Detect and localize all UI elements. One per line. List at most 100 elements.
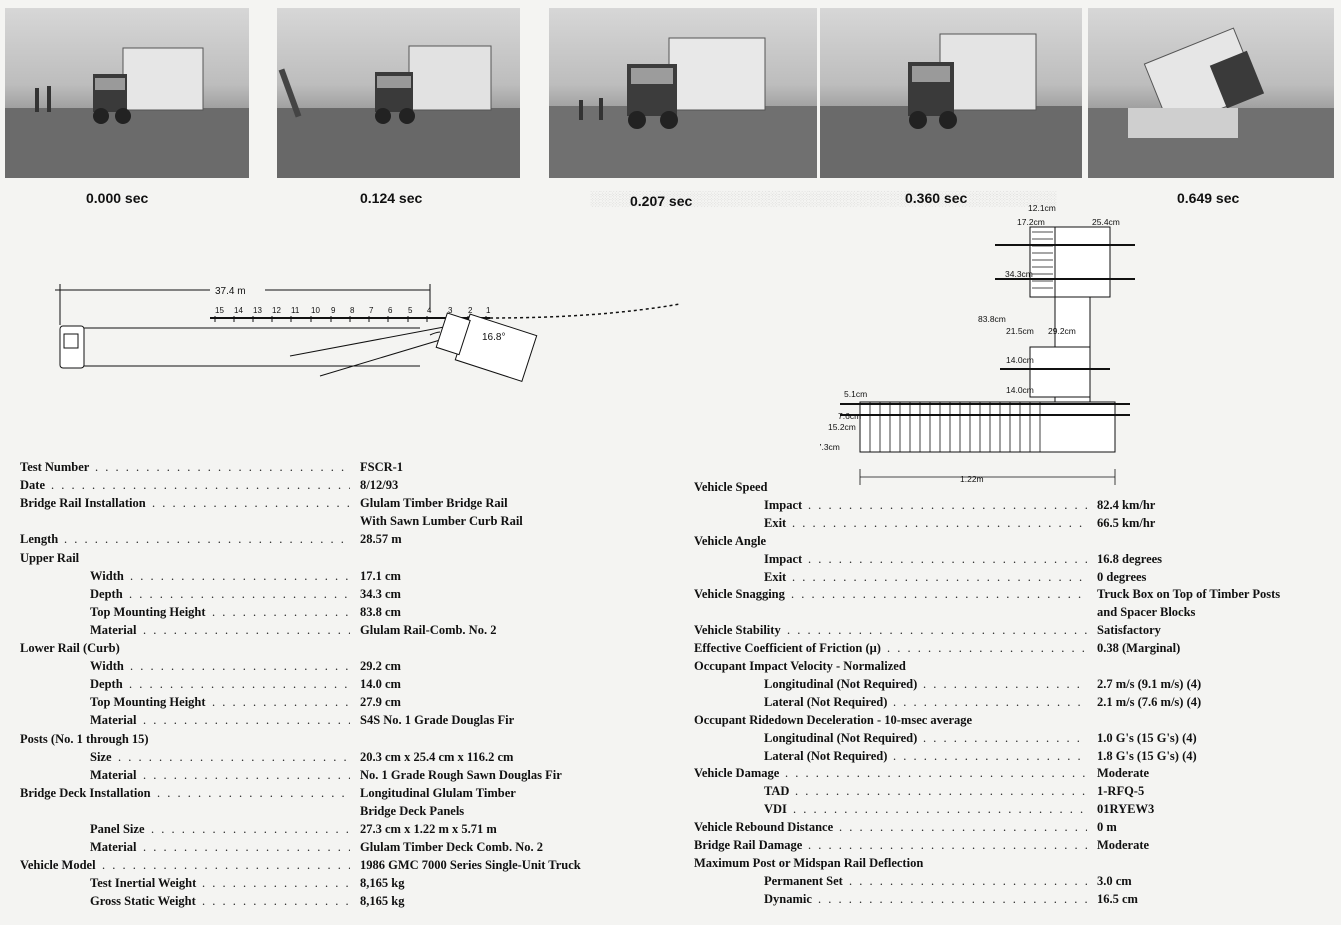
spec-label: TAD [764, 784, 790, 799]
spec-row: Length. . . . . . . . . . . . . . . . . … [20, 532, 650, 549]
dim-label: 14.0cm [1006, 355, 1034, 365]
leader-dots: . . . . . . . . . . . . . . . . . . . . … [839, 820, 1087, 835]
spec-row: Test Number. . . . . . . . . . . . . . .… [20, 460, 650, 477]
spec-label: Lateral (Not Required) [764, 748, 888, 763]
leader-dots: . . . . . . . . . . . . . . . . . . . . … [923, 730, 1087, 745]
spec-label: Material [90, 767, 137, 782]
spec-value: 83.8 cm [360, 604, 401, 619]
leader-dots: . . . . . . . . . . . . . . . . . . . . … [808, 838, 1087, 852]
spec-row: Posts (No. 1 through 15) [20, 732, 650, 749]
photo-frame-3 [549, 8, 817, 178]
dim-label: 12.1cm [1028, 203, 1056, 213]
spec-row: Gross Static Weight . . . . . . . . . . .… [20, 894, 650, 911]
spec-label: Gross Static Weight [90, 894, 196, 909]
spec-value: 2.7 m/s (9.1 m/s) (4) [1097, 676, 1202, 691]
spec-row: Occupant Impact Velocity - Normalized [694, 659, 1334, 676]
spec-value: 01RYEW3 [1097, 802, 1155, 817]
photo-caption-4: 0.360 sec [905, 190, 968, 206]
post-number: 5 [408, 306, 413, 315]
spec-label: Occupant Impact Velocity - Normalized [694, 659, 906, 673]
spec-value: Satisfactory [1097, 623, 1161, 638]
dim-label: 34.3cm [1005, 269, 1033, 279]
photo-caption-1: 0.000 sec [86, 190, 149, 206]
spec-value: 1-RFQ-5 [1097, 784, 1145, 799]
spec-label: Width [90, 568, 124, 583]
post-number: 12 [272, 306, 281, 315]
spec-row: Top Mounting Height . . . . . . . . . . .… [20, 605, 650, 622]
spec-value: 0.38 (Marginal) [1097, 641, 1181, 656]
leader-dots: . . . . . . . . . . . . . . . . . . . . … [212, 604, 350, 619]
spec-value: 17.1 cm [360, 568, 401, 583]
left-spec-table: Test Number. . . . . . . . . . . . . . .… [20, 460, 650, 920]
spec-label: Vehicle Model [20, 858, 96, 873]
spec-value-continued: Bridge Deck Panels [360, 803, 465, 818]
leader-dots: . . . . . . . . . . . . . . . . . . . . … [893, 748, 1087, 763]
spec-label: Size [90, 749, 112, 764]
distance-label: 37.4 m [215, 286, 246, 297]
leader-dots: . . . . . . . . . . . . . . . . . . . . … [787, 623, 1087, 638]
spec-value: 20.3 cm x 25.4 cm x 116.2 cm [360, 749, 514, 764]
leader-dots: . . . . . . . . . . . . . . . . . . . . … [129, 677, 350, 692]
spec-value: 0 m [1097, 820, 1117, 835]
spec-label: Top Mounting Height [90, 604, 206, 619]
spec-value: Glulam Rail-Comb. No. 2 [360, 622, 497, 637]
spec-row: Vehicle Damage. . . . . . . . . . . . . … [694, 766, 1334, 783]
spec-label: Length [20, 532, 59, 547]
post-number: 10 [311, 306, 320, 315]
leader-dots: . . . . . . . . . . . . . . . . . . . . … [143, 713, 350, 728]
leader-dots: . . . . . . . . . . . . . . . . . . . . … [143, 622, 350, 637]
bridge-rail [210, 303, 681, 322]
spec-row: Top Mounting Height. . . . . . . . . . .… [20, 695, 650, 712]
leader-dots: . . . . . . . . . . . . . . . . . . . . … [818, 891, 1087, 906]
spec-value: 27.9 cm [360, 695, 401, 710]
dim-label: 5.1cm [844, 389, 867, 399]
spec-row: Longitudinal (Not Required). . . . . . .… [694, 677, 1334, 694]
spec-label: Bridge Rail Installation [20, 496, 146, 511]
leader-dots: . . . . . . . . . . . . . . . . . . . . … [795, 784, 1087, 799]
spec-value: FSCR-1 [360, 460, 404, 474]
photo-caption-2: 0.124 sec [360, 190, 423, 206]
leader-dots: . . . . . . . . . . . . . . . . . . . . … [143, 767, 350, 782]
leader-dots: . . . . . . . . . . . . . . . . . . . . … [893, 694, 1087, 709]
truck-image [5, 47, 249, 178]
spec-label: Lateral (Not Required) [764, 694, 888, 709]
spec-row: Impact. . . . . . . . . . . . . . . . . … [694, 498, 1334, 515]
spec-label: Vehicle Angle [694, 533, 767, 548]
post-number: 4 [427, 306, 432, 315]
leader-dots: . . . . . . . . . . . . . . . . . . . . … [130, 568, 350, 583]
spec-value: 16.8 degrees [1097, 551, 1163, 566]
truck-image [1088, 27, 1334, 178]
post-number: 1 [486, 306, 491, 315]
leader-dots: . . . . . . . . . . . . . . . . . . . . … [785, 766, 1087, 781]
leader-dots: . . . . . . . . . . . . . . . . . . . . … [792, 515, 1087, 530]
spec-label: Bridge Deck Installation [20, 785, 151, 800]
dim-label: 7.6cm [838, 411, 861, 421]
spec-value: 1.8 G's (15 G's) (4) [1097, 748, 1197, 763]
leader-dots: . . . . . . . . . . . . . . . . . . . . … [102, 858, 350, 873]
truck-image [820, 33, 1082, 178]
leader-dots: . . . . . . . . . . . . . . . . . . . . … [152, 496, 350, 511]
leader-dots: . . . . . . . . . . . . . . . . . . . . … [808, 551, 1087, 566]
leader-dots: . . . . . . . . . . . . . . . . . . . . … [130, 659, 350, 674]
spec-value: Moderate [1097, 838, 1150, 852]
leader-dots: . . . . . . . . . . . . . . . . . . . . … [792, 569, 1087, 584]
plan-view-diagram: 37.4 m 15 14 13 12 11 10 9 8 7 6 5 4 3 2… [55, 284, 681, 383]
spec-value: 34.3 cm [360, 586, 401, 601]
spec-value: Longitudinal Glulam Timber [360, 785, 516, 800]
post-number: 13 [253, 306, 262, 315]
spec-label: Vehicle Stability [694, 623, 781, 638]
spec-row: Maximum Post or Midspan Rail Deflection [694, 856, 1334, 873]
leader-dots: . . . . . . . . . . . . . . . . . . . . … [95, 460, 350, 474]
spec-row: Impact. . . . . . . . . . . . . . . . . … [694, 552, 1334, 569]
spec-row: Date. . . . . . . . . . . . . . . . . . … [20, 478, 650, 495]
spec-value: 28.57 m [360, 532, 402, 547]
leader-dots: . . . . . . . . . . . . . . . . . . . . … [202, 894, 350, 909]
leader-dots: . . . . . . . . . . . . . . . . . . . . … [791, 587, 1087, 602]
spec-label: Lower Rail (Curb) [20, 641, 120, 655]
spec-value: 1986 GMC 7000 Series Single-Unit Truck [360, 858, 581, 873]
spec-value: 8,165 kg [360, 894, 405, 909]
leader-dots: . . . . . . . . . . . . . . . . . . . . … [51, 478, 350, 493]
spec-label: Panel Size [90, 822, 145, 836]
spec-row: Material. . . . . . . . . . . . . . . . … [20, 713, 650, 730]
